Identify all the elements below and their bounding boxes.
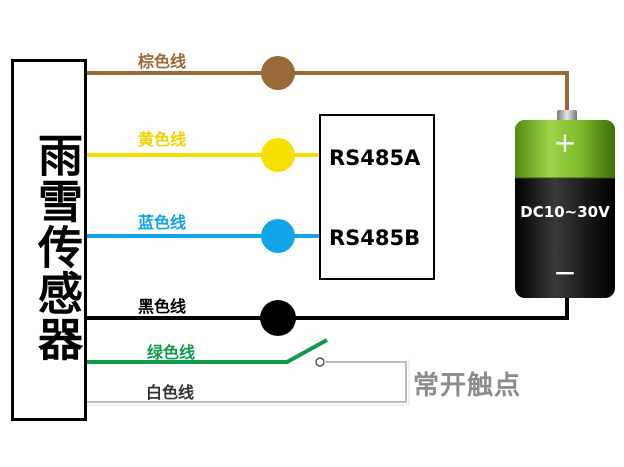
blue-wire-label: 蓝色线 [138, 213, 187, 232]
normally-open-contact-label: 常开触点 [413, 371, 522, 401]
battery-plus-sign: + [553, 126, 577, 159]
rain-snow-sensor-box: 雨雪传感器 [11, 59, 87, 421]
rs485-terminal-box: RS485A RS485B [319, 114, 435, 280]
sensor-label: 雨雪传感器 [30, 132, 83, 362]
brown-wire [87, 71, 569, 110]
black-wire [87, 293, 569, 320]
white-wire-label: 白色线 [146, 383, 195, 402]
battery-voltage: DC10~30V [520, 203, 610, 221]
brown-wire-label: 棕色线 [138, 52, 187, 71]
green-wire [87, 338, 328, 364]
blue-wire-node [261, 219, 295, 253]
yellow-wire-label: 黄色线 [138, 130, 187, 149]
black-wire-label: 黑色线 [138, 297, 187, 316]
brown-wire-node [261, 56, 295, 90]
rs485a-label: RS485A [329, 146, 421, 170]
battery-minus-sign: − [553, 256, 577, 289]
green-wire-label: 绿色线 [147, 343, 196, 362]
yellow-wire-node [261, 138, 295, 172]
rs485b-label: RS485B [329, 226, 421, 250]
switch-contact-icon [315, 357, 325, 367]
battery-icon [515, 110, 615, 298]
black-wire-node [260, 300, 296, 336]
white-wire [87, 361, 407, 403]
